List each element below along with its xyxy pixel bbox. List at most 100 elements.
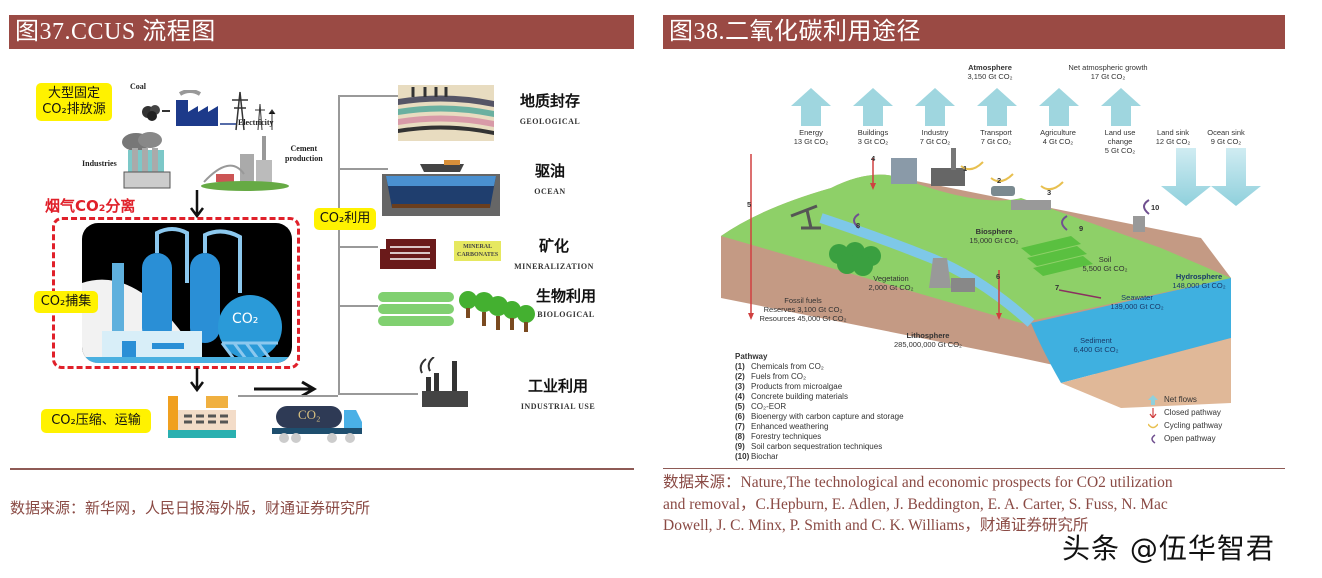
emission-value: 7 Gt CO₂ bbox=[980, 137, 1012, 146]
sink-value: 12 Gt CO₂ bbox=[1155, 137, 1191, 146]
marker-10: 10 bbox=[1151, 203, 1160, 212]
down-arrow-icon bbox=[190, 190, 204, 219]
legend-item: Open pathway bbox=[1148, 432, 1222, 445]
power-plant-icon bbox=[142, 90, 276, 131]
pathway-item: (2)Fuels from CO₂ bbox=[735, 372, 904, 382]
destination-cn: 矿化 bbox=[538, 237, 569, 255]
legend-label: Open pathway bbox=[1164, 433, 1216, 443]
pathway-item: (5)CO₂-EOR bbox=[735, 402, 904, 412]
marker-2: 2 bbox=[997, 176, 1002, 185]
emission-label: Energy bbox=[799, 128, 823, 137]
destination-biological: 生物利用 BIOLOGICAL bbox=[524, 285, 608, 319]
cement-production-label: Cement production bbox=[285, 144, 323, 164]
net-flows-icon bbox=[1148, 394, 1158, 405]
pathway-item: (4)Concrete building materials bbox=[735, 392, 904, 402]
legend-label: Net flows bbox=[1164, 394, 1197, 404]
connector-line bbox=[238, 395, 338, 397]
emission-label: Transport bbox=[980, 128, 1012, 137]
sink-label: Ocean sink bbox=[1207, 128, 1245, 137]
net-growth-title: Net atmospheric growth bbox=[1068, 63, 1148, 72]
pathway-item: (9)Soil carbon sequestration techniques bbox=[735, 442, 904, 452]
pathway-item: (8)Forestry techniques bbox=[735, 432, 904, 442]
marker-9: 9 bbox=[1079, 224, 1084, 233]
utilization-label: CO₂利用 bbox=[314, 208, 376, 230]
pathway-num: (1) bbox=[735, 362, 745, 371]
compress-transport-label: CO₂压缩、运输 bbox=[41, 409, 151, 433]
legend-label: Closed pathway bbox=[1164, 407, 1221, 417]
emission-value: 3 Gt CO₂ bbox=[857, 137, 889, 146]
legend-item: Closed pathway bbox=[1148, 406, 1222, 419]
source-line2: and removal，C.Hepburn, E. Adlen, J. Bedd… bbox=[663, 495, 1168, 513]
capture-label: CO₂捕集 bbox=[34, 291, 98, 313]
pathway-label: Soil carbon sequestration techniques bbox=[751, 442, 883, 451]
destination-cn: 地质封存 bbox=[519, 92, 580, 110]
pathway-item: (10)Biochar bbox=[735, 452, 904, 462]
pathway-legend-list: Pathway (1)Chemicals from CO₂ (2)Fuels f… bbox=[735, 352, 904, 462]
emission-label: Agriculture bbox=[1040, 128, 1076, 137]
cycling-pathway-icon bbox=[1148, 423, 1158, 428]
co2-tank-label: CO₂ bbox=[232, 311, 259, 327]
flow-legend: Net flows Closed pathway Cycling pathway… bbox=[1148, 393, 1222, 445]
emission-value: 13 Gt CO₂ bbox=[793, 137, 829, 146]
coal-label: Coal bbox=[130, 82, 146, 91]
mineralization-building-icon bbox=[380, 239, 436, 269]
emission-source-line1: 大型固定 bbox=[47, 86, 100, 101]
capture-plant-illustration: CO₂ bbox=[82, 223, 292, 363]
pathway-label: CO₂-EOR bbox=[751, 402, 787, 411]
pathway-label: Concrete building materials bbox=[751, 392, 848, 401]
marker-6: 6 bbox=[996, 272, 1001, 281]
vegetation-title: Vegetation bbox=[873, 274, 909, 283]
flue-gas-separation-label: 烟气CO₂分离 bbox=[45, 197, 136, 215]
truck-co2-label: CO₂ bbox=[298, 407, 321, 422]
fossil-reserves: Reserves 3,100 Gt CO₂ bbox=[763, 305, 843, 314]
pathway-item: (1)Chemicals from CO₂ bbox=[735, 362, 904, 372]
electricity-label: Electricity bbox=[238, 118, 274, 127]
industrial-factory-icon bbox=[419, 357, 468, 407]
pathway-label: Biochar bbox=[751, 452, 779, 461]
biological-algae-trees-icon bbox=[378, 291, 535, 332]
trunk-line bbox=[338, 95, 340, 395]
branch-line bbox=[338, 95, 400, 97]
pathway-label: Enhanced weathering bbox=[751, 422, 829, 431]
figure-38-title: 图38.二氧化碳利用途径 bbox=[663, 15, 1285, 49]
marker-4: 4 bbox=[871, 154, 876, 163]
sink-label: Land sink bbox=[1156, 128, 1190, 137]
pathway-label: Fuels from CO₂ bbox=[751, 372, 807, 381]
atmosphere-label: Atmosphere 3,150 Gt CO₂ bbox=[955, 63, 1025, 81]
earth-cross-section-illustration bbox=[721, 148, 1261, 408]
branch-line bbox=[338, 246, 378, 248]
destination-cn: 驱油 bbox=[534, 162, 565, 180]
destination-en: BIOLOGICAL bbox=[537, 310, 595, 319]
right-arrow-icon bbox=[254, 380, 317, 398]
open-pathway-icon bbox=[1151, 433, 1156, 444]
pathway-num: (7) bbox=[735, 422, 745, 431]
net-flow-up-arrows bbox=[791, 88, 1141, 126]
net-growth-value: 17 Gt CO₂ bbox=[1090, 72, 1126, 81]
pathway-item: (3)Products from microalgae bbox=[735, 382, 904, 392]
sediment-value: 6,400 Gt CO₂ bbox=[1073, 345, 1119, 354]
soil-value: 5,500 Gt CO₂ bbox=[1082, 264, 1128, 273]
biosphere-value: 15,000 Gt CO₂ bbox=[969, 236, 1019, 245]
destination-cn: 生物利用 bbox=[535, 287, 596, 305]
co2-truck-icon bbox=[272, 406, 362, 443]
legend-label: Cycling pathway bbox=[1164, 420, 1223, 430]
seawater-value: 139,000 Gt CO₂ bbox=[1110, 302, 1164, 311]
cement-line1: Cement bbox=[290, 144, 318, 153]
pathway-label: Bioenergy with carbon capture and storag… bbox=[751, 412, 904, 421]
sediment-title: Sediment bbox=[1080, 336, 1112, 345]
emission-label: Buildings bbox=[857, 128, 889, 137]
branch-line bbox=[338, 168, 388, 170]
mineral-carbonates-line2: CARBONATES bbox=[457, 252, 499, 258]
marker-8: 8 bbox=[856, 221, 861, 230]
mineral-carbonates-badge: MINERAL CARBONATES bbox=[454, 241, 502, 261]
atmosphere-title: Atmosphere bbox=[968, 63, 1012, 72]
